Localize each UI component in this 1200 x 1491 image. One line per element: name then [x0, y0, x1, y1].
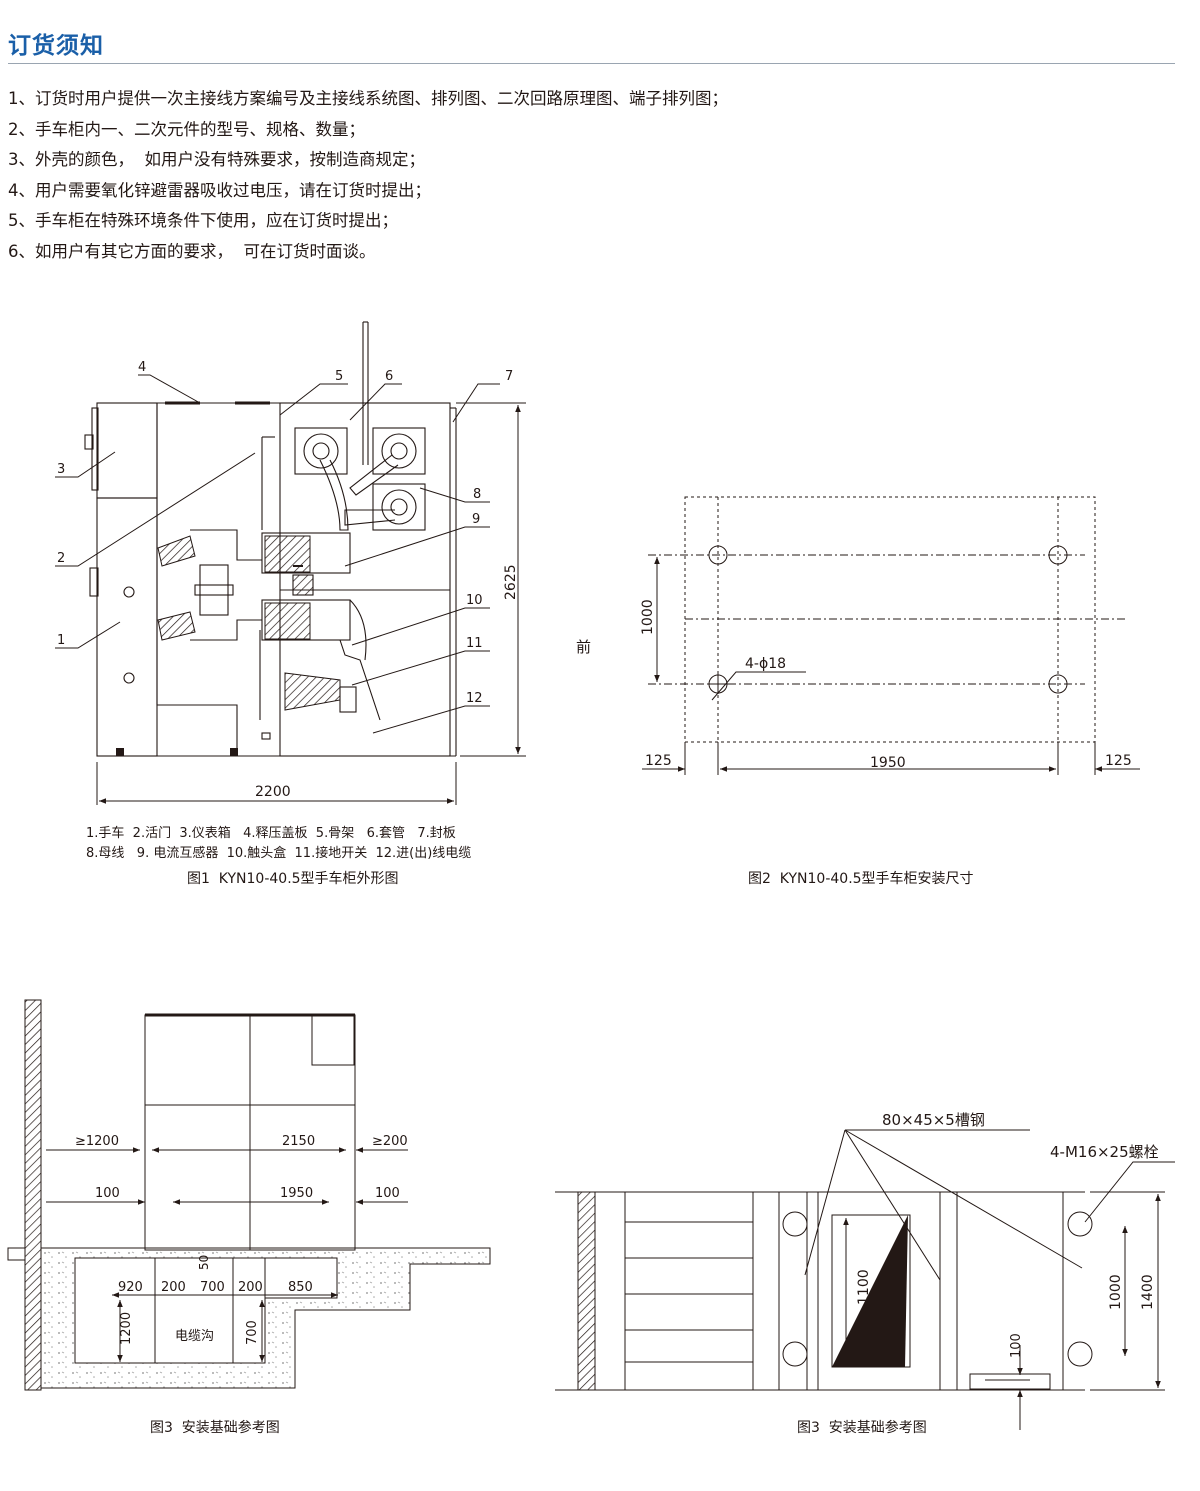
- front-label: 前: [576, 638, 591, 656]
- callout-label: 3: [57, 462, 65, 477]
- channel-steel-label: 80×45×5槽钢: [882, 1111, 985, 1129]
- note-item: 6、如用户有其它方面的要求， 可在订货时面谈。: [8, 241, 376, 261]
- fig1-legend-line1: 1.手车 2.活门 3.仪表箱 4.释压盖板 5.骨架 6.套管 7.封板: [86, 826, 456, 841]
- callout-label: 10: [466, 593, 483, 608]
- callout-label: 8: [473, 487, 481, 502]
- note-item: 3、外壳的颜色， 如用户没有特殊要求，按制造商规定；: [8, 150, 425, 169]
- dimension-1000: 1000: [640, 599, 656, 635]
- bolt-label: 4-M16×25螺栓: [1050, 1143, 1159, 1161]
- dimension-700-vertical: 700: [245, 1320, 260, 1345]
- dimension-50: 50: [197, 1255, 211, 1270]
- note-item: 4、用户需要氧化锌避雷器吸收过电压，请在订货时提出；: [8, 180, 431, 200]
- callout-label: 6: [385, 369, 393, 384]
- callout-label: 11: [466, 636, 483, 651]
- dimension-700: 700: [200, 1280, 225, 1295]
- dimension-100-right: 100: [375, 1186, 400, 1201]
- fig1-caption: 图1 KYN10-40.5型手车柜外形图: [187, 871, 399, 887]
- callout-label: 4: [138, 360, 146, 375]
- note-item: 5、手车柜在特殊环境条件下使用，应在订货时提出；: [8, 211, 398, 230]
- note-item: 2、手车柜内一、二次元件的型号、规格、数量；: [8, 119, 365, 139]
- title-divider: [8, 63, 1175, 64]
- dimension-1950: 1950: [870, 755, 906, 771]
- fig3a-caption: 图3 安装基础参考图: [150, 1420, 280, 1436]
- dimension-1200-vertical: 1200: [119, 1312, 134, 1345]
- callout-label: 9: [472, 512, 480, 527]
- dimension-1000: 1000: [1108, 1274, 1124, 1310]
- dimension-100-left: 100: [95, 1186, 120, 1201]
- dimension-ge200: ≥200: [372, 1134, 408, 1149]
- callout-label: 7: [505, 369, 513, 384]
- note-item: 1、订货时用户提供一次主接线方案编号及主接线系统图、排列图、二次回路原理图、端子…: [8, 89, 728, 108]
- fig2-caption: 图2 KYN10-40.5型手车柜安装尺寸: [748, 871, 974, 887]
- dimension-1400: 1400: [1140, 1274, 1156, 1310]
- callout-label: 5: [335, 369, 343, 384]
- dimension-920: 920: [118, 1280, 143, 1295]
- hole-label: 4-ϕ18: [745, 656, 786, 672]
- callout-label: 2: [57, 551, 65, 566]
- dimension-2150: 2150: [282, 1134, 315, 1149]
- cable-trench-label: 电缆沟: [175, 1328, 214, 1344]
- dimension-200b: 200: [238, 1280, 263, 1295]
- fig3b-caption: 图3 安装基础参考图: [797, 1420, 927, 1436]
- callout-label: 1: [57, 633, 65, 648]
- dimension-100: 100: [1009, 1333, 1024, 1358]
- dimension-850: 850: [288, 1280, 313, 1295]
- dimension-width: 2200: [255, 784, 291, 800]
- dimension-1950: 1950: [280, 1186, 313, 1201]
- ordering-notes-list: 1、订货时用户提供一次主接线方案编号及主接线系统图、排列图、二次回路原理图、端子…: [8, 88, 728, 271]
- dimension-height: 2625: [503, 564, 519, 600]
- page-title: 订货须知: [8, 33, 104, 59]
- dimension-125-right: 125: [1105, 753, 1132, 769]
- dimension-1100: 1100: [856, 1269, 872, 1305]
- dimension-125-left: 125: [645, 753, 672, 769]
- dimension-200a: 200: [161, 1280, 186, 1295]
- fig1-legend-line2: 8.母线 9. 电流互感器 10.触头盒 11.接地开关 12.进(出)线电缆: [86, 846, 472, 861]
- dimension-ge1200: ≥1200: [75, 1134, 119, 1149]
- callout-label: 12: [466, 691, 483, 706]
